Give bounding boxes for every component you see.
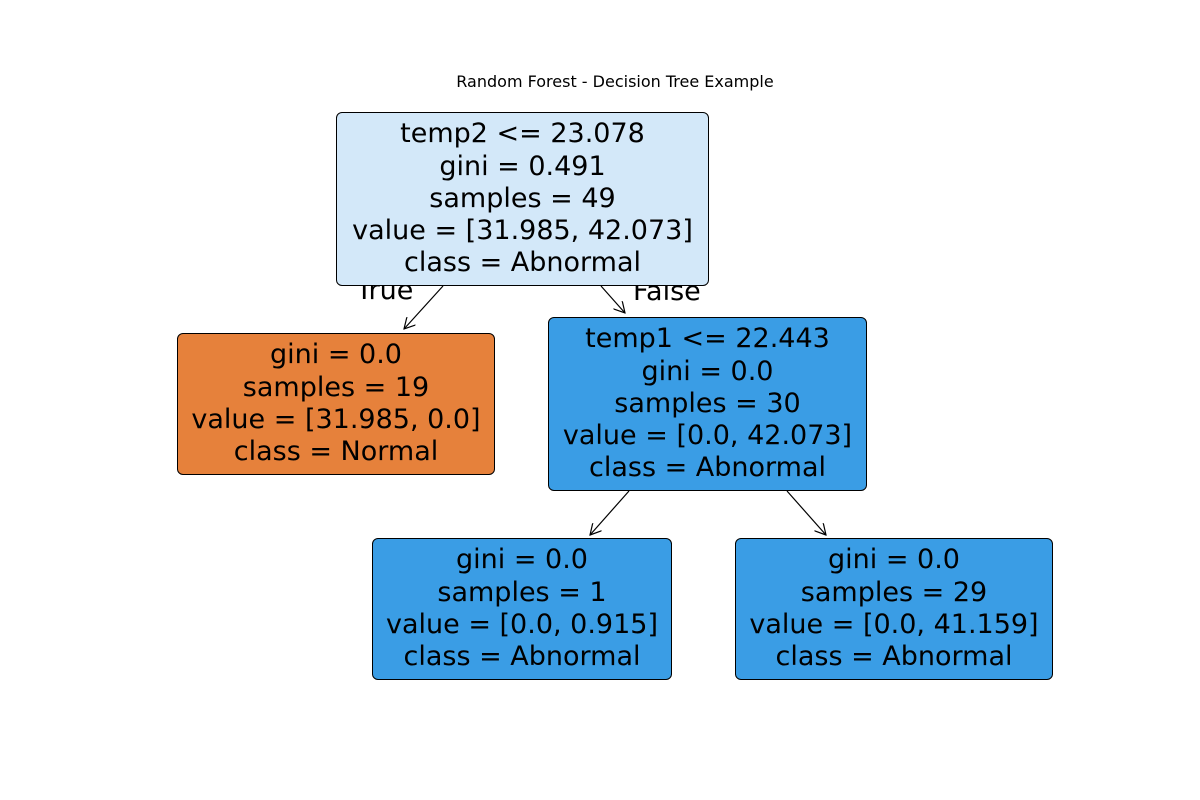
tree-node-right-right-leaf: gini = 0.0 samples = 29 value = [0.0, 41… <box>735 538 1053 680</box>
edge-root-right <box>600 285 625 313</box>
node-gini: gini = 0.0 <box>270 339 402 371</box>
edge-root-left <box>404 285 444 329</box>
node-value: value = [0.0, 41.159] <box>749 609 1039 640</box>
node-gini: gini = 0.491 <box>439 150 606 182</box>
node-class: class = Normal <box>233 436 439 468</box>
node-value: value = [0.0, 0.915] <box>385 609 658 640</box>
tree-node-root: temp2 <= 23.078 gini = 0.491 samples = 4… <box>336 112 709 286</box>
node-samples: samples = 29 <box>800 576 988 608</box>
tree-node-left-leaf: gini = 0.0 samples = 19 value = [31.985,… <box>177 333 495 475</box>
node-value: value = [0.0, 42.073] <box>562 420 853 452</box>
tree-node-right-left-leaf: gini = 0.0 samples = 1 value = [0.0, 0.9… <box>372 538 672 680</box>
node-class: class = Abnormal <box>403 247 642 279</box>
node-split: temp2 <= 23.078 <box>400 118 645 150</box>
edge-right-left <box>590 490 630 535</box>
node-gini: gini = 0.0 <box>828 544 960 576</box>
node-gini: gini = 0.0 <box>456 544 588 576</box>
edge-right-right <box>786 490 826 535</box>
node-samples: samples = 1 <box>437 576 607 608</box>
node-samples: samples = 19 <box>242 371 430 403</box>
node-class: class = Abnormal <box>403 641 641 673</box>
node-value: value = [31.985, 42.073] <box>352 215 693 247</box>
node-class: class = Abnormal <box>588 452 827 484</box>
node-split: temp1 <= 22.443 <box>585 323 830 355</box>
node-samples: samples = 30 <box>614 387 801 419</box>
chart-title: Random Forest - Decision Tree Example <box>456 72 774 91</box>
tree-node-right: temp1 <= 22.443 gini = 0.0 samples = 30 … <box>548 317 867 491</box>
node-gini: gini = 0.0 <box>641 355 774 387</box>
node-value: value = [31.985, 0.0] <box>191 404 481 435</box>
node-samples: samples = 49 <box>429 182 616 214</box>
node-class: class = Abnormal <box>775 641 1013 673</box>
